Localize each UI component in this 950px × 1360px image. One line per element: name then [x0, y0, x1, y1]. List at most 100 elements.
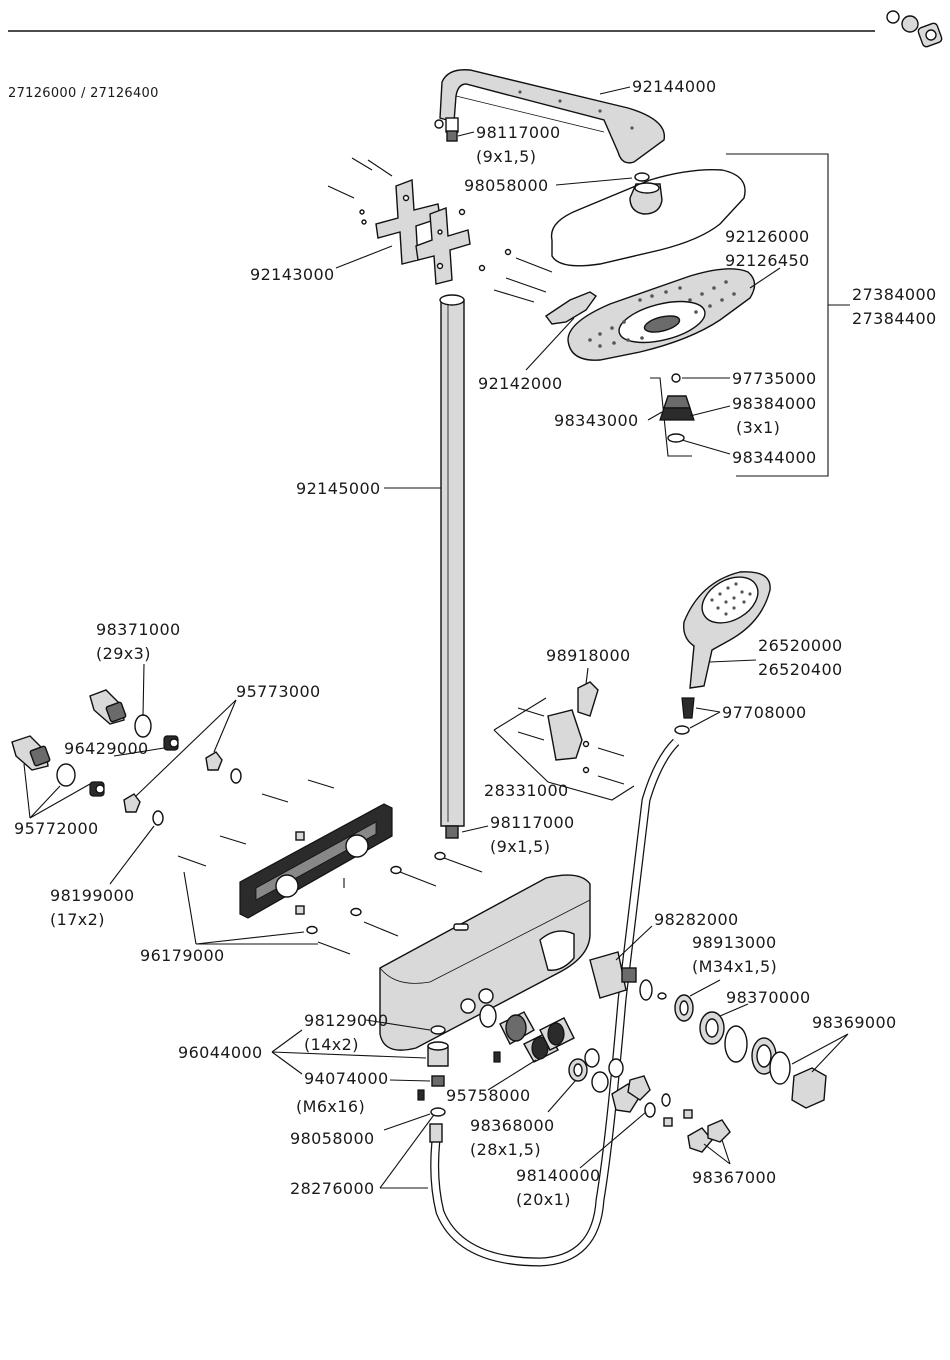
- leader-nut-m34: [689, 979, 721, 997]
- thermostat-body-drawing: [379, 874, 591, 1051]
- label-overhead-arm: 92144000: [632, 77, 717, 96]
- label-rail-nipple-size: (9x1,5): [490, 837, 550, 856]
- label-arm-nipple-size: (9x1,5): [476, 147, 536, 166]
- sleeve-drawing: [699, 1011, 725, 1045]
- leader-handle-caps: [791, 1033, 849, 1073]
- label-buttons: 98367000: [692, 1168, 777, 1187]
- label-wall-bracket: 92143000: [250, 265, 335, 284]
- label-ball-joint: 98343000: [554, 411, 639, 430]
- leader-overhead-arm: [599, 86, 631, 95]
- label-fixing-screws: 96179000: [140, 946, 225, 965]
- leader-o-ring-28: [547, 1079, 577, 1113]
- label-head-plate: 92126450: [725, 251, 810, 270]
- label-flow-insert-small: 97735000: [732, 369, 817, 388]
- label-o-ring-20-size: (20x1): [516, 1190, 571, 1209]
- label-arm-nipple: 98117000: [476, 123, 561, 142]
- label-connector-nut: 96429000: [64, 739, 149, 758]
- check-valves-drawing: [479, 1004, 575, 1063]
- label-hand-shower-a: 26520000: [758, 636, 843, 655]
- label-hose: 28276000: [290, 1179, 375, 1198]
- leader-connector-nut: [113, 747, 165, 757]
- o-ring-large-drawing: [134, 714, 152, 738]
- leader-hose-a: [379, 1111, 437, 1189]
- riser-rail-drawing: [439, 294, 465, 839]
- label-o-ring-large: 98371000: [96, 620, 181, 639]
- s-union-drawing: [11, 689, 127, 787]
- leader-buttons: [703, 1139, 731, 1165]
- leader-o-ring-20: [579, 1111, 647, 1169]
- leader-s-unions-b: [29, 785, 61, 819]
- leader-s-unions-a: [23, 763, 31, 819]
- leader-s-unions-c: [29, 783, 91, 819]
- hand-shower-drawing: [683, 571, 771, 689]
- header-fitting-icon: [886, 10, 943, 48]
- label-cartridge: 98282000: [654, 910, 739, 929]
- leader-head-plate: [749, 267, 781, 289]
- leader-outlet-washer: [383, 1113, 431, 1131]
- label-holder-set: 28331000: [484, 781, 569, 800]
- label-o-ring-14: 98129000: [304, 1011, 389, 1030]
- mounting-plate-drawing: [177, 779, 393, 919]
- leader-sleeve: [719, 1003, 749, 1017]
- head-washer-drawing: [634, 172, 650, 182]
- leader-arm-nipple: [457, 131, 475, 137]
- leader-holder-clamp: [525, 317, 575, 371]
- leader-head-washer: [555, 177, 633, 186]
- buttons-drawing: [611, 1075, 731, 1153]
- leader-s-union-screws-a: [213, 699, 237, 753]
- label-o-ring-28-size: (28x1,5): [470, 1140, 541, 1159]
- nut-m34-drawing: [674, 994, 694, 1022]
- label-ball-joint-seal-size: (3x1): [736, 418, 780, 437]
- label-head-set-b: 27384400: [852, 309, 937, 328]
- leader-o-ring-small: [109, 825, 155, 885]
- label-o-ring-small: 98199000: [50, 886, 135, 905]
- fixing-screws-drawing: [306, 851, 483, 955]
- label-hand-filter: 97708000: [722, 703, 807, 722]
- label-hand-shower-b: 26520400: [758, 660, 843, 679]
- cartridge-drawing: [589, 951, 667, 1001]
- bracket-head-set: [726, 153, 829, 477]
- outlet-parts-drawing: [417, 1025, 501, 1117]
- label-nut-m34-size: (M34x1,5): [692, 957, 777, 976]
- leader-grub-screw: [389, 1079, 431, 1082]
- label-rail-nipple: 98117000: [490, 813, 575, 832]
- label-o-ring-small-size: (17x2): [50, 910, 105, 929]
- label-o-ring-28: 98368000: [470, 1116, 555, 1135]
- label-nut-m34: 98913000: [692, 933, 777, 952]
- label-head-body: 92126000: [725, 227, 810, 246]
- leader-wall-bracket: [335, 245, 393, 269]
- leader-ball-joint: [647, 411, 663, 421]
- label-disc: 98344000: [732, 448, 817, 467]
- leader-o-ring-14: [365, 1019, 431, 1031]
- label-s-unions: 95772000: [14, 819, 99, 838]
- label-ball-joint-seal: 98384000: [732, 394, 817, 413]
- label-holder-clamp: 92142000: [478, 374, 563, 393]
- leader-fixing-screws: [183, 871, 318, 945]
- holder-clamp-drawing: [478, 248, 597, 325]
- label-handle-caps: 98369000: [812, 1013, 897, 1032]
- label-sleeve: 98370000: [726, 988, 811, 1007]
- overhead-arm-drawing: [434, 69, 666, 164]
- leader-outlet-set: [271, 1029, 427, 1075]
- label-outlet-washer: 98058000: [290, 1129, 375, 1148]
- leader-hand-filter-a: [695, 707, 721, 713]
- label-o-ring-20: 98140000: [516, 1166, 601, 1185]
- label-grub-screw-size: (M6x16): [296, 1097, 365, 1116]
- label-grub-screw: 94074000: [304, 1069, 389, 1088]
- label-o-ring-14-size: (14x2): [304, 1035, 359, 1054]
- label-hand-shower-holder: 98918000: [546, 646, 631, 665]
- label-s-union-screws: 95773000: [236, 682, 321, 701]
- connector-nut-drawing: [89, 735, 179, 797]
- label-riser-rail: 92145000: [296, 479, 381, 498]
- leader-s-union-screws-b: [135, 699, 237, 797]
- label-outlet-set: 96044000: [178, 1043, 263, 1062]
- label-check-valves: 95758000: [446, 1086, 531, 1105]
- o-rings-28-drawing: [568, 1048, 624, 1093]
- wall-bracket-drawing: [327, 157, 471, 285]
- hand-shower-holder-drawing: [517, 681, 625, 785]
- bracket-holder-set: [493, 697, 635, 801]
- leader-ball-joint-seal: [689, 405, 731, 417]
- label-head-washer: 98058000: [464, 176, 549, 195]
- hand-filter-drawing: [674, 697, 695, 735]
